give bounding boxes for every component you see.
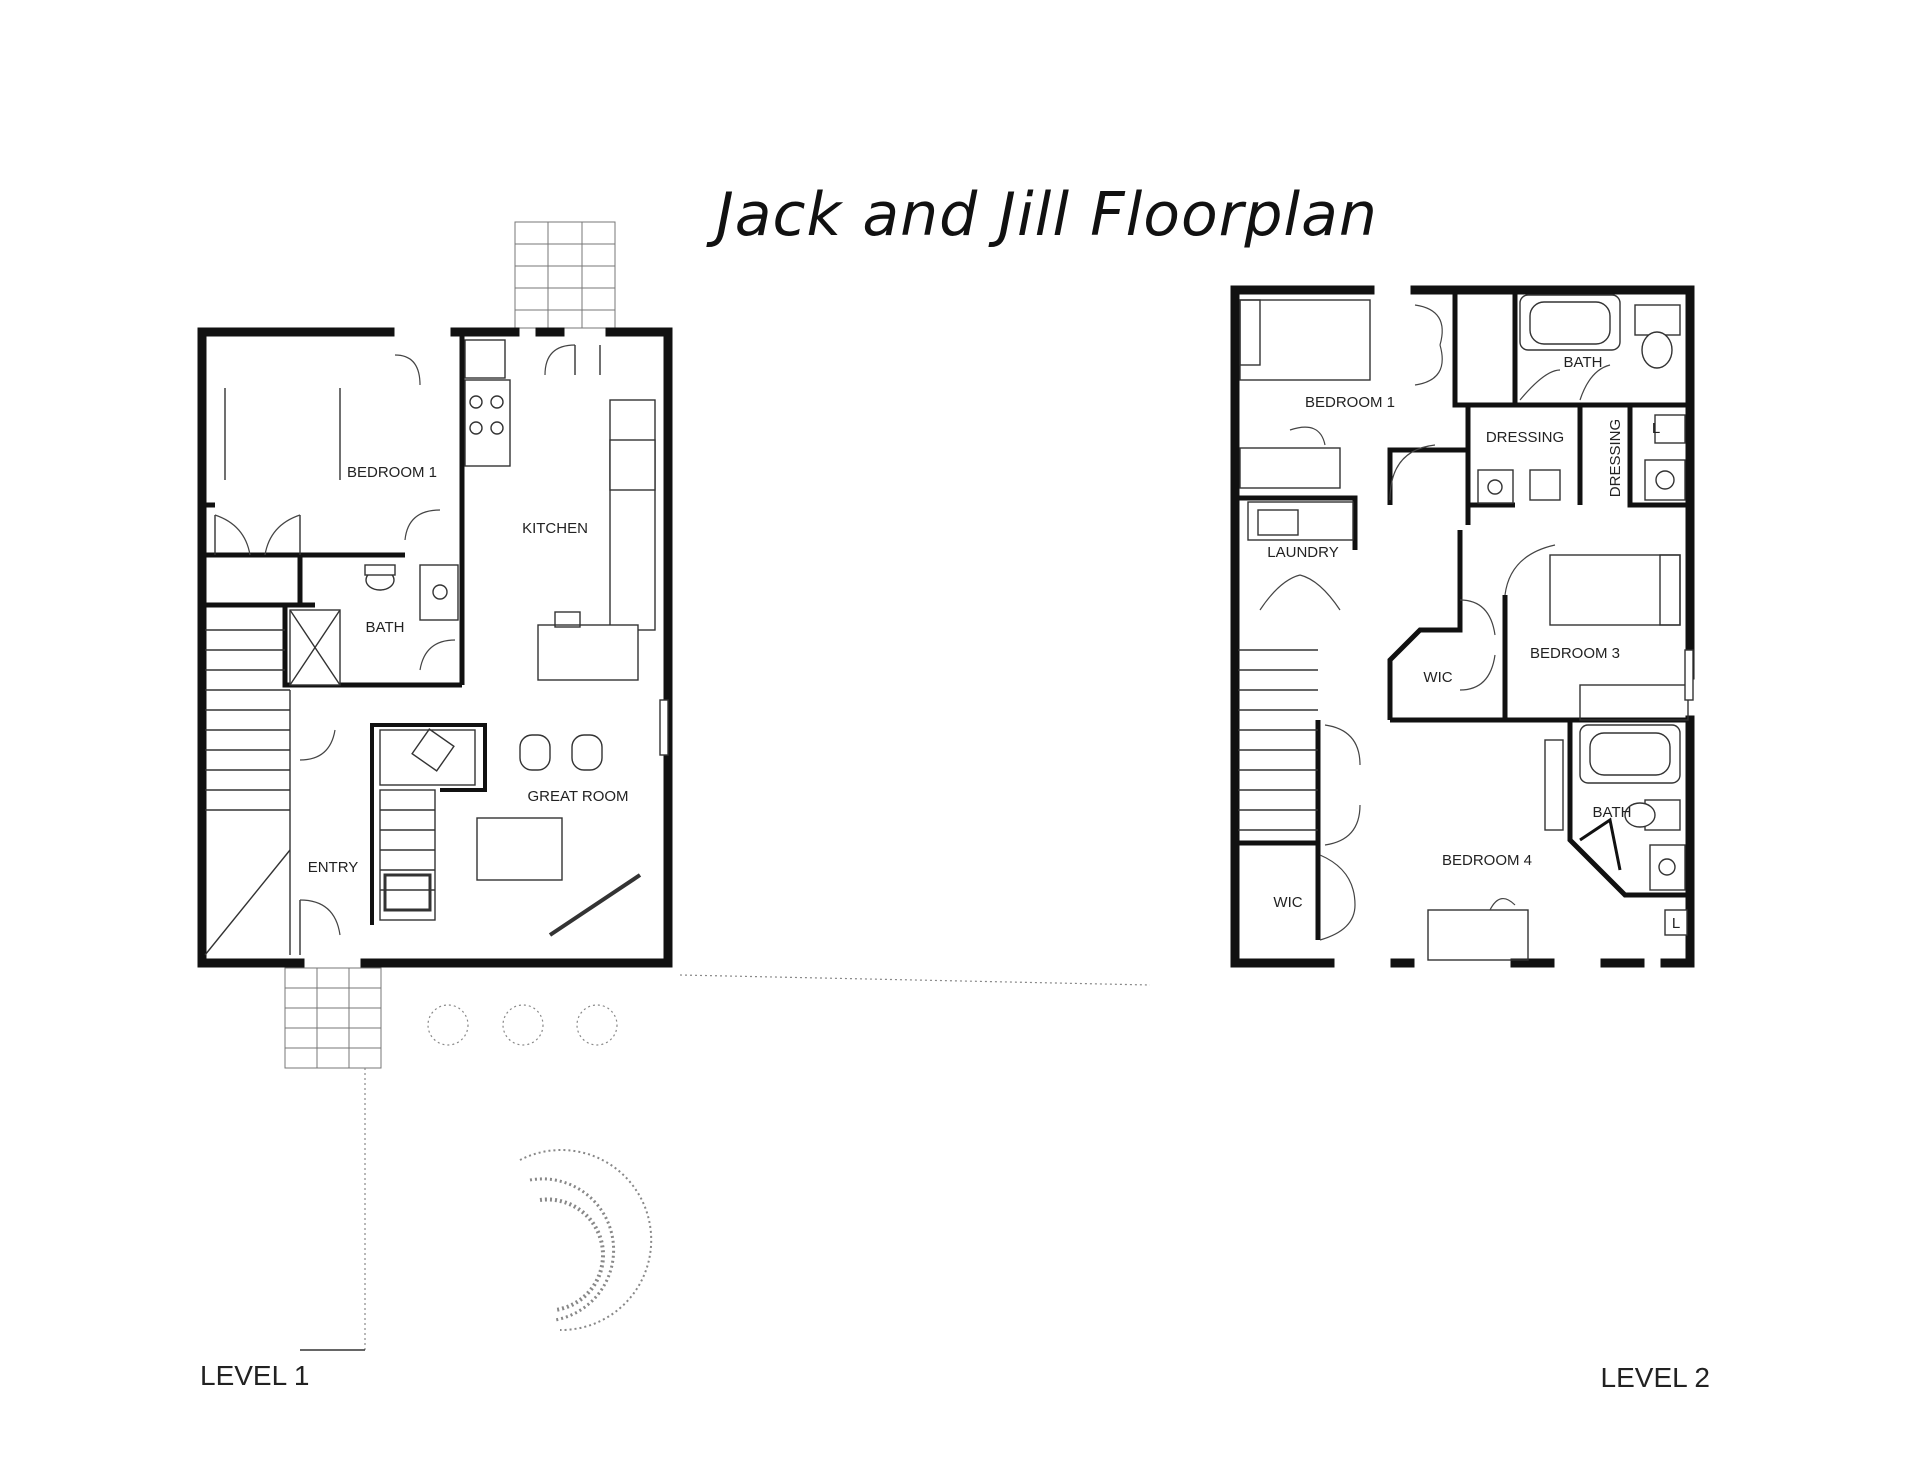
room-label-entry: ENTRY [308, 859, 359, 876]
linen-label-2: L [1672, 915, 1680, 932]
level-2-bedroom3-fixtures [1459, 544, 1694, 721]
kitchen-fixtures [464, 339, 656, 681]
bedroom1-closet [214, 354, 441, 556]
room-label-bedroom1-l1: BEDROOM 1 [347, 464, 437, 481]
great-room-furniture [370, 699, 669, 937]
level-1-bath [289, 564, 459, 686]
level-1-stairs [204, 629, 341, 956]
room-label-bedroom1-l2: BEDROOM 1 [1305, 394, 1395, 411]
level-2-bottom-bath [1544, 724, 1688, 936]
level-2-laundry [1247, 501, 1354, 611]
room-label-dressing-2: DRESSING [1607, 419, 1624, 497]
page-title: Jack and Jill Floorplan [716, 180, 1378, 250]
room-label-laundry: LAUNDRY [1267, 544, 1338, 561]
room-label-bedroom3: BEDROOM 3 [1530, 645, 1620, 662]
level-1-plan: BEDROOM 1 KITCHEN BATH GREAT ROOM ENTRY … [197, 221, 1151, 1391]
room-label-wic-bottom: WIC [1273, 894, 1302, 911]
level-2-bedroom1-fixtures [1239, 299, 1443, 501]
level-2-top-bath [1477, 294, 1686, 504]
room-label-great-room: GREAT ROOM [527, 788, 628, 805]
level-2-plan: BEDROOM 1 BATH DRESSING DRESSING LAUNDRY… [1230, 285, 1710, 1393]
rear-brick-steps [514, 221, 616, 329]
level-2-interior-walls [1238, 293, 1688, 940]
level-2-exterior-walls [1230, 285, 1695, 968]
room-label-bath-top: BATH [1564, 354, 1603, 371]
room-label-bath-bottom: BATH [1593, 804, 1632, 821]
room-label-bedroom4: BEDROOM 4 [1442, 852, 1532, 869]
level-1-label: LEVEL 1 [200, 1360, 309, 1391]
room-label-kitchen: KITCHEN [522, 520, 588, 537]
level-2-label: LEVEL 2 [1601, 1362, 1710, 1393]
room-label-wic-top: WIC [1423, 669, 1452, 686]
linen-label-1: L [1652, 420, 1660, 437]
level-2-bedroom4-fixtures [1319, 724, 1529, 961]
room-label-dressing-1: DRESSING [1486, 429, 1564, 446]
level-1-exterior-walls [197, 327, 673, 968]
front-brick-steps [284, 967, 1151, 1351]
level-2-stairs [1238, 649, 1318, 831]
room-label-bath-l1: BATH [366, 619, 405, 636]
landscape-shrubs [427, 1004, 653, 1332]
